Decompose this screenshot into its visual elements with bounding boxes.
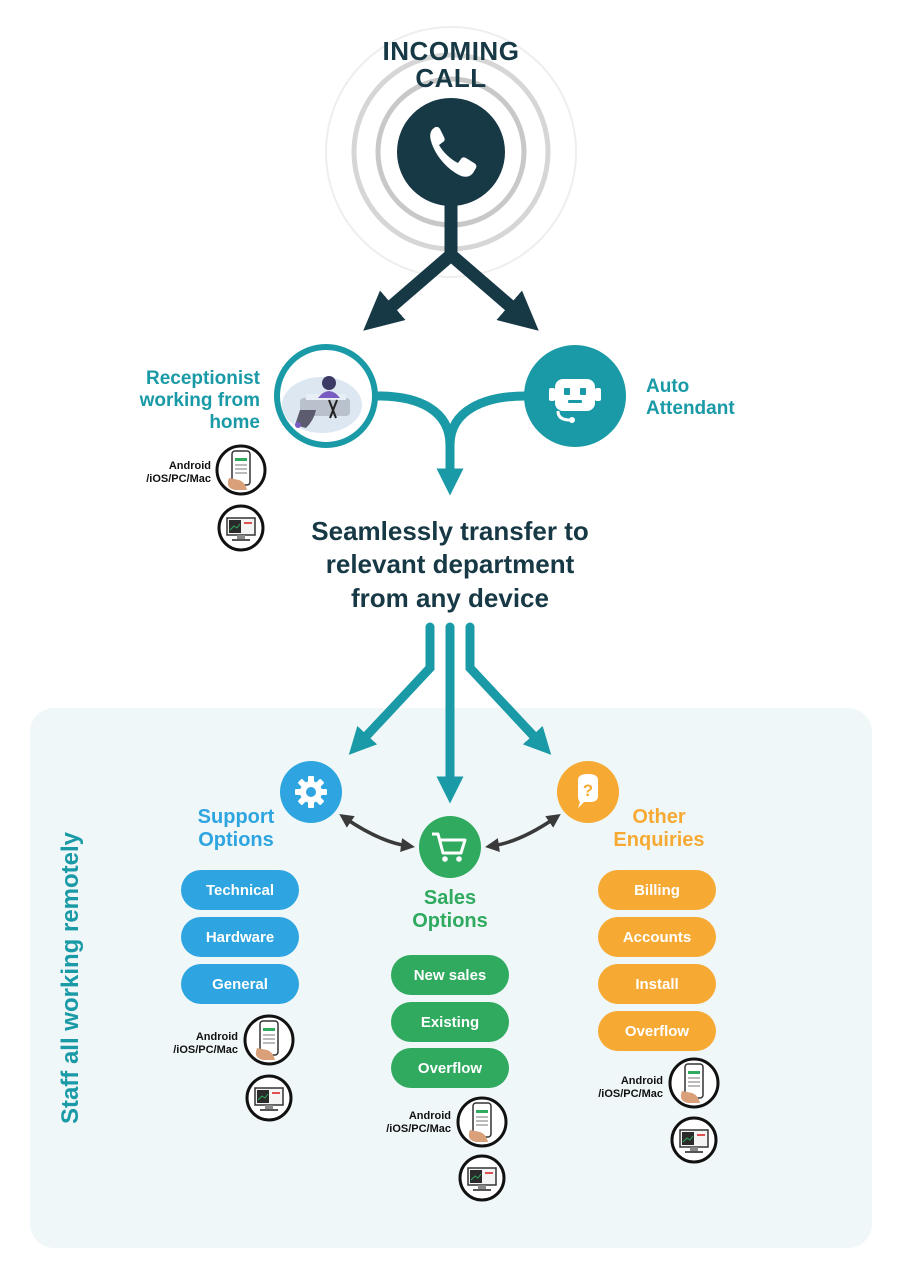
- device-label: Android/iOS/PC/Mac: [386, 1110, 451, 1136]
- receptionist-label: Receptionist working from home: [139, 368, 260, 433]
- incoming-call-title: INCOMING CALL: [382, 36, 520, 94]
- question-bubble-icon[interactable]: ?: [557, 761, 619, 823]
- cart-icon[interactable]: [419, 816, 481, 878]
- transfer-heading: Seamlessly transfer to relevant departme…: [311, 516, 589, 613]
- device-label: Android/iOS/PC/Mac: [173, 1031, 238, 1057]
- sales-option-overflow[interactable]: Overflow: [391, 1048, 509, 1088]
- staff-remote-label: Staff all working remotely: [57, 831, 84, 1125]
- call-split-arrows: [363, 199, 539, 331]
- merge-arrow: [373, 391, 530, 496]
- other-option-billing[interactable]: Billing: [598, 870, 716, 910]
- auto-attendant-label: Auto Attendant: [646, 376, 735, 419]
- link-arrows: [339, 814, 561, 852]
- gear-icon[interactable]: [280, 761, 342, 823]
- svg-text:?: ?: [583, 781, 593, 800]
- smartphone-icon: [668, 1057, 720, 1109]
- support-option-technical[interactable]: Technical: [181, 870, 299, 910]
- monitor-icon: [458, 1154, 506, 1202]
- smartphone-icon: [215, 444, 267, 496]
- device-label: Android/iOS/PC/Mac: [146, 460, 211, 486]
- monitor-icon: [245, 1074, 293, 1122]
- phone-icon[interactable]: [397, 98, 505, 206]
- support-option-general[interactable]: General: [181, 964, 299, 1004]
- smartphone-icon: [243, 1014, 295, 1066]
- monitor-icon: [670, 1116, 718, 1164]
- sales-option-existing[interactable]: Existing: [391, 1002, 509, 1042]
- support-option-hardware[interactable]: Hardware: [181, 917, 299, 957]
- robot-icon[interactable]: [524, 345, 626, 447]
- sales-options-heading: Sales Options: [412, 887, 488, 932]
- device-label: Android/iOS/PC/Mac: [598, 1075, 663, 1101]
- sales-option-new-sales[interactable]: New sales: [391, 955, 509, 995]
- distribution-arrows: [348, 622, 552, 804]
- other-enquiries-heading: Other Enquiries: [613, 806, 705, 851]
- smartphone-icon: [456, 1096, 508, 1148]
- support-options-heading: Support Options: [197, 806, 275, 851]
- other-option-overflow[interactable]: Overflow: [598, 1011, 716, 1051]
- other-option-accounts[interactable]: Accounts: [598, 917, 716, 957]
- other-option-install[interactable]: Install: [598, 964, 716, 1004]
- receptionist-illustration-icon[interactable]: [274, 344, 378, 448]
